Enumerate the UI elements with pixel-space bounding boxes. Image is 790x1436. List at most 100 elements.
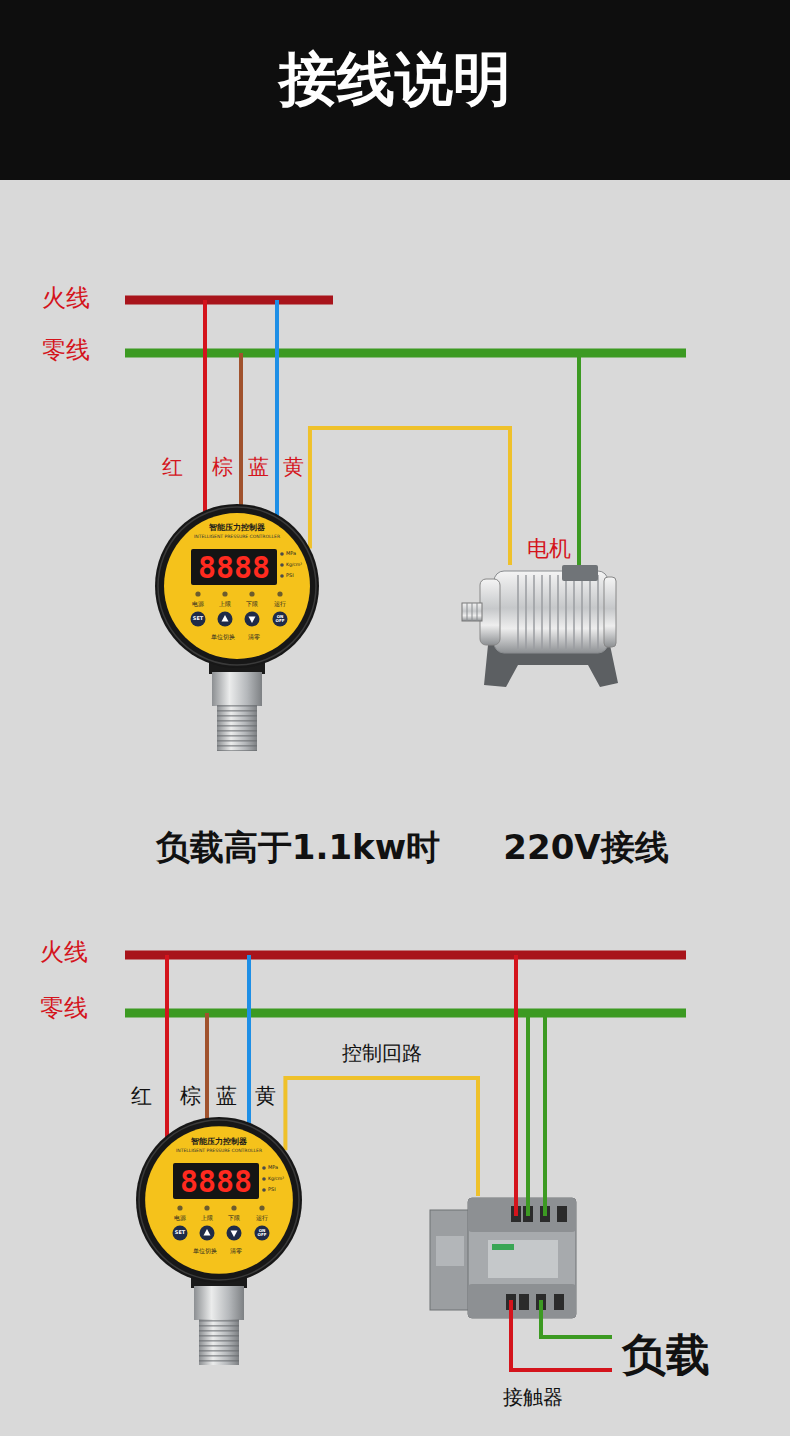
edge-label: 控制回路: [339, 1042, 425, 1064]
terminal-pocket: [554, 1294, 564, 1310]
shaft-ridge: [472, 603, 473, 621]
bezel-edge: [158, 507, 316, 665]
brand-mark: [492, 1244, 514, 1250]
red-wire: [514, 1196, 518, 1216]
green-wire: [577, 353, 581, 568]
key-button: [173, 1226, 188, 1241]
blue-wire: [247, 955, 251, 1126]
wire-color: 黄: [255, 1085, 276, 1108]
part-name: 接触器: [503, 1386, 563, 1408]
indicator-label: 运行: [256, 1215, 268, 1222]
motor-fin: [565, 575, 567, 649]
key-button: [218, 612, 233, 627]
button-label: SET: [193, 616, 203, 622]
device-name-en: INTELLIGENT PRESSURE CONTROLLER: [194, 535, 280, 540]
wire-color: 蓝: [248, 456, 269, 479]
unit-led: [262, 1177, 266, 1181]
unit-label: Kg/cm²: [286, 563, 302, 568]
wire-color: 棕: [212, 456, 233, 479]
up-arrow: [204, 1229, 211, 1236]
motor-shaft: [462, 603, 482, 621]
bus-name: 零线: [42, 337, 90, 363]
pressure-controller: 智能压力控制器INTELLIGENT PRESSURE CONTROLLER88…: [136, 1117, 302, 1283]
motor-fin: [581, 575, 583, 649]
display-window: [173, 1163, 259, 1199]
status-led: [231, 1205, 236, 1210]
motor-rear-cap: [604, 577, 616, 647]
neutral-bus: [125, 349, 686, 358]
button-caption: 清零: [248, 634, 260, 640]
indicator-label: 下限: [228, 1215, 240, 1222]
green-wire: [543, 1196, 547, 1216]
button-caption: 单位切换: [211, 634, 235, 640]
motor-fin: [541, 575, 543, 649]
brown-wire: [205, 1013, 209, 1122]
load-wire: [541, 1320, 612, 1337]
device-name: 智能压力控制器: [209, 524, 265, 533]
indicator-label: 电源: [192, 601, 204, 608]
hex-fitting: [212, 672, 262, 706]
auxiliary-block: [430, 1210, 470, 1310]
pressure-controller: 智能压力控制器INTELLIGENT PRESSURE CONTROLLER88…: [155, 504, 319, 668]
contactor-body: [468, 1198, 576, 1318]
indicator-label: 运行: [274, 601, 286, 608]
terminal-pocket: [557, 1206, 567, 1222]
indicator-label: 下限: [246, 601, 258, 608]
indicator-label: 上限: [219, 601, 231, 608]
button-label: SET: [175, 1230, 185, 1236]
indicator-label: 电源: [174, 1215, 186, 1222]
down-arrow: [249, 617, 256, 624]
bus-name: 火线: [40, 939, 88, 965]
key-button: [255, 1226, 270, 1241]
unit-led: [280, 574, 284, 578]
motor-fin: [597, 575, 599, 649]
bus-name: 火线: [42, 285, 90, 311]
page-title: 接线说明: [279, 48, 511, 112]
load-wire: [511, 1320, 612, 1370]
green-wire: [539, 1300, 543, 1324]
status-led: [249, 591, 254, 596]
thread-lines: [217, 705, 257, 751]
down-arrow: [231, 1231, 238, 1238]
control-wire: [285, 1078, 478, 1196]
motor-fin: [573, 575, 575, 649]
display-digits: 8888: [180, 1165, 252, 1198]
controller-bezel: [136, 1117, 302, 1283]
bottom-terminal-band: [468, 1284, 576, 1318]
unit-label: MPa: [286, 551, 296, 557]
live-bus: [125, 296, 333, 305]
thread-lines: [199, 1319, 239, 1365]
indicator-label: 上限: [201, 1215, 213, 1222]
red-wire: [203, 300, 207, 514]
key-button: [200, 1226, 215, 1241]
status-led: [177, 1205, 182, 1210]
unit-label: PSI: [286, 573, 294, 579]
motor: 电机: [458, 565, 623, 689]
key-button: [227, 1226, 242, 1241]
wire-color: 蓝: [216, 1085, 237, 1108]
unit-led: [280, 552, 284, 556]
unit-label: MPa: [268, 1165, 278, 1171]
motor-fin: [525, 575, 527, 649]
motor-body: [494, 571, 608, 653]
unit-label: Kg/cm²: [268, 1177, 284, 1182]
status-led: [277, 591, 282, 596]
bus-name: 零线: [40, 995, 88, 1021]
unit-label: PSI: [268, 1187, 276, 1193]
load-label: 负载: [622, 1331, 710, 1379]
motor-fin: [533, 575, 535, 649]
button-label: ON OFF: [256, 1229, 268, 1237]
green-wire: [526, 1013, 530, 1200]
display-window: [191, 549, 277, 585]
part-name: 电机: [527, 537, 571, 561]
device-name-en: INTELLIGENT PRESSURE CONTROLLER: [176, 1149, 262, 1154]
up-arrow: [222, 615, 229, 622]
contactor: 接触器: [428, 1196, 578, 1324]
control-wire: [310, 428, 510, 565]
red-wire: [509, 1300, 513, 1324]
button-caption: 清零: [230, 1248, 242, 1254]
key-button: [245, 612, 260, 627]
thread-fitting: [217, 705, 257, 751]
